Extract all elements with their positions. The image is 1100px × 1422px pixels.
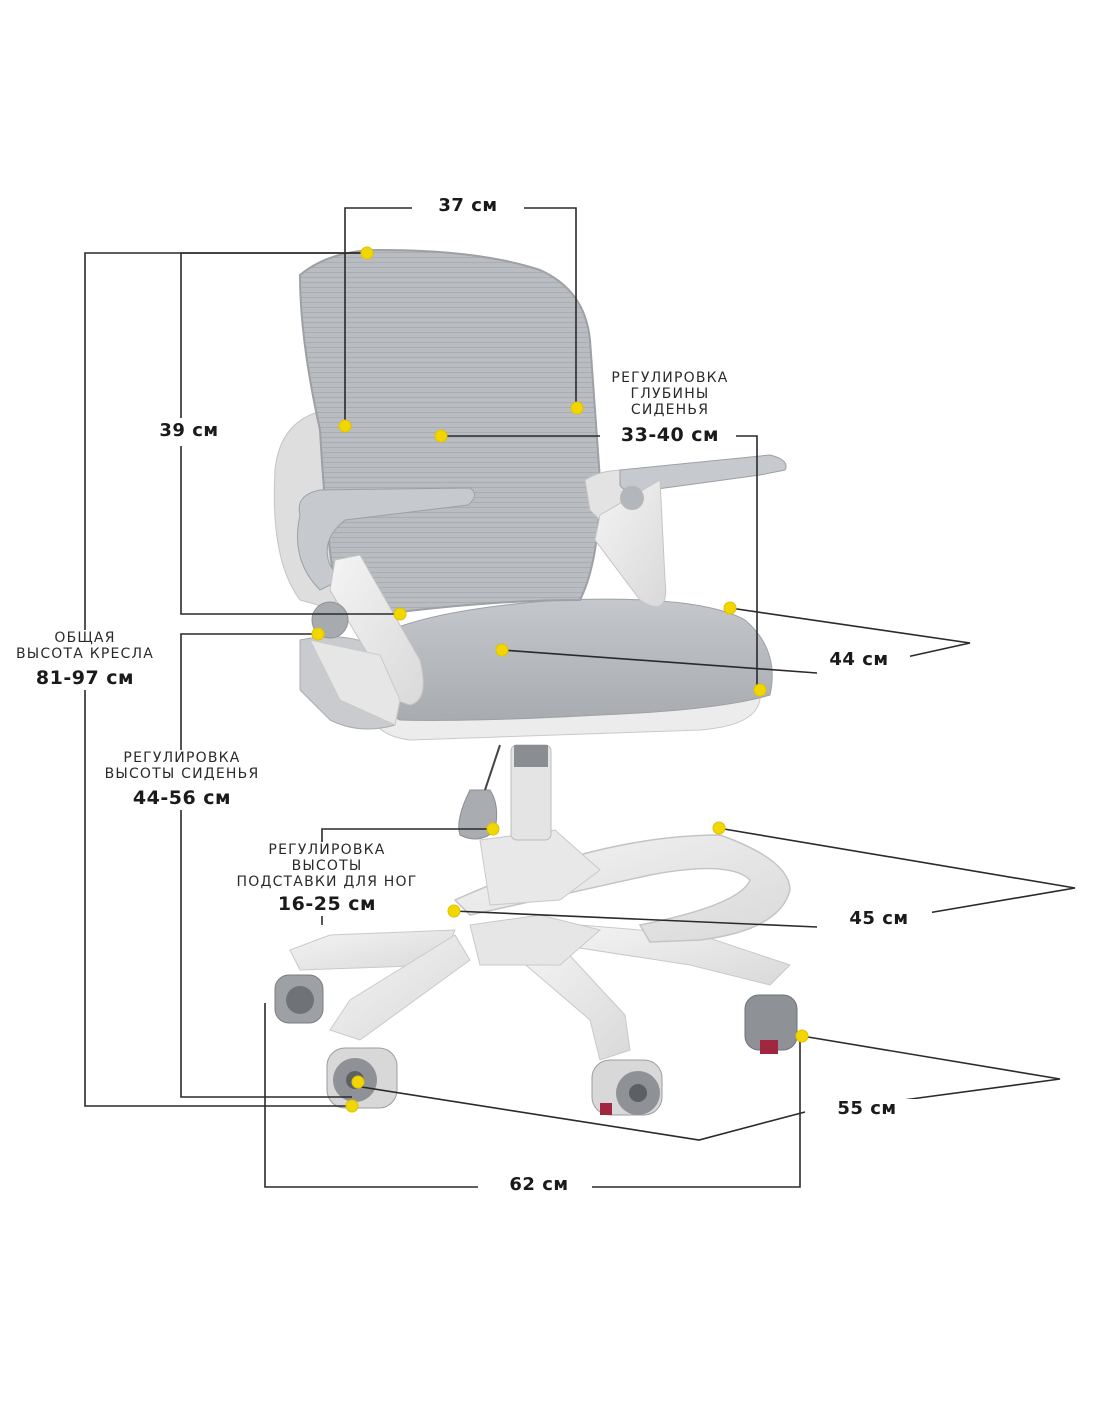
marker-dot (723, 601, 737, 615)
base-width-label: 62 см (486, 1174, 592, 1196)
marker-dot (345, 1099, 359, 1113)
marker-dot (570, 401, 584, 415)
seat-height-caption: РЕГУЛИРОВКА ВЫСОТЫ СИДЕНЬЯ 44-56 см (92, 750, 272, 811)
armrests (297, 454, 787, 726)
seat-width-label: 44 см (808, 649, 910, 671)
seat-height-caption-line: ВЫСОТЫ СИДЕНЬЯ (104, 766, 260, 783)
seat-height-caption-line: РЕГУЛИРОВКА (123, 750, 241, 766)
footrest-height-caption-line: РЕГУЛИРОВКА (268, 842, 386, 858)
total-height-caption-line: ВЫСОТА КРЕСЛА (15, 646, 155, 663)
footrest-width-label: 45 см (826, 908, 932, 930)
total-height-value: 81-97 см (35, 667, 135, 690)
footrest-height-caption-line: ПОДСТАВКИ ДЛЯ НОГ (236, 874, 418, 891)
marker-dot (351, 1075, 365, 1089)
seat-depth-caption-line: РЕГУЛИРОВКА (611, 370, 729, 386)
caster-wheels (274, 974, 798, 1116)
seat-depth-caption-line: ГЛУБИНЫ (630, 386, 710, 403)
seat-height-value: 44-56 см (132, 787, 232, 810)
measurement-markers (311, 246, 809, 1113)
marker-dot (795, 1029, 809, 1043)
total-height-caption: ОБЩАЯ ВЫСОТА КРЕСЛА 81-97 см (10, 630, 160, 691)
marker-dot (434, 429, 448, 443)
backrest-height-label: 39 см (138, 420, 240, 442)
base-depth-label: 55 см (816, 1098, 918, 1120)
seat-depth-value: 33-40 см (604, 424, 736, 447)
gas-lift (458, 744, 552, 841)
marker-dot (495, 643, 509, 657)
footrest-height-value: 16-25 см (277, 893, 377, 916)
marker-dot (393, 607, 407, 621)
total-height-caption-line: ОБЩАЯ (54, 630, 116, 646)
backrest-width-label: 37 см (412, 195, 524, 217)
seat-depth-caption-line: СИДЕНЬЯ (630, 402, 710, 419)
chair-base (289, 914, 791, 1061)
footrest-ring (453, 829, 791, 943)
footrest-height-caption: РЕГУЛИРОВКА ВЫСОТЫ ПОДСТАВКИ ДЛЯ НОГ 16-… (222, 842, 432, 917)
marker-dot (338, 419, 352, 433)
seat-depth-caption: РЕГУЛИРОВКА ГЛУБИНЫ СИДЕНЬЯ (590, 370, 750, 418)
marker-dot (486, 822, 500, 836)
marker-dot (311, 627, 325, 641)
footrest-height-caption-line: ВЫСОТЫ (291, 858, 363, 875)
marker-dot (447, 904, 461, 918)
marker-dot (753, 683, 767, 697)
marker-dot (712, 821, 726, 835)
marker-dot (360, 246, 374, 260)
